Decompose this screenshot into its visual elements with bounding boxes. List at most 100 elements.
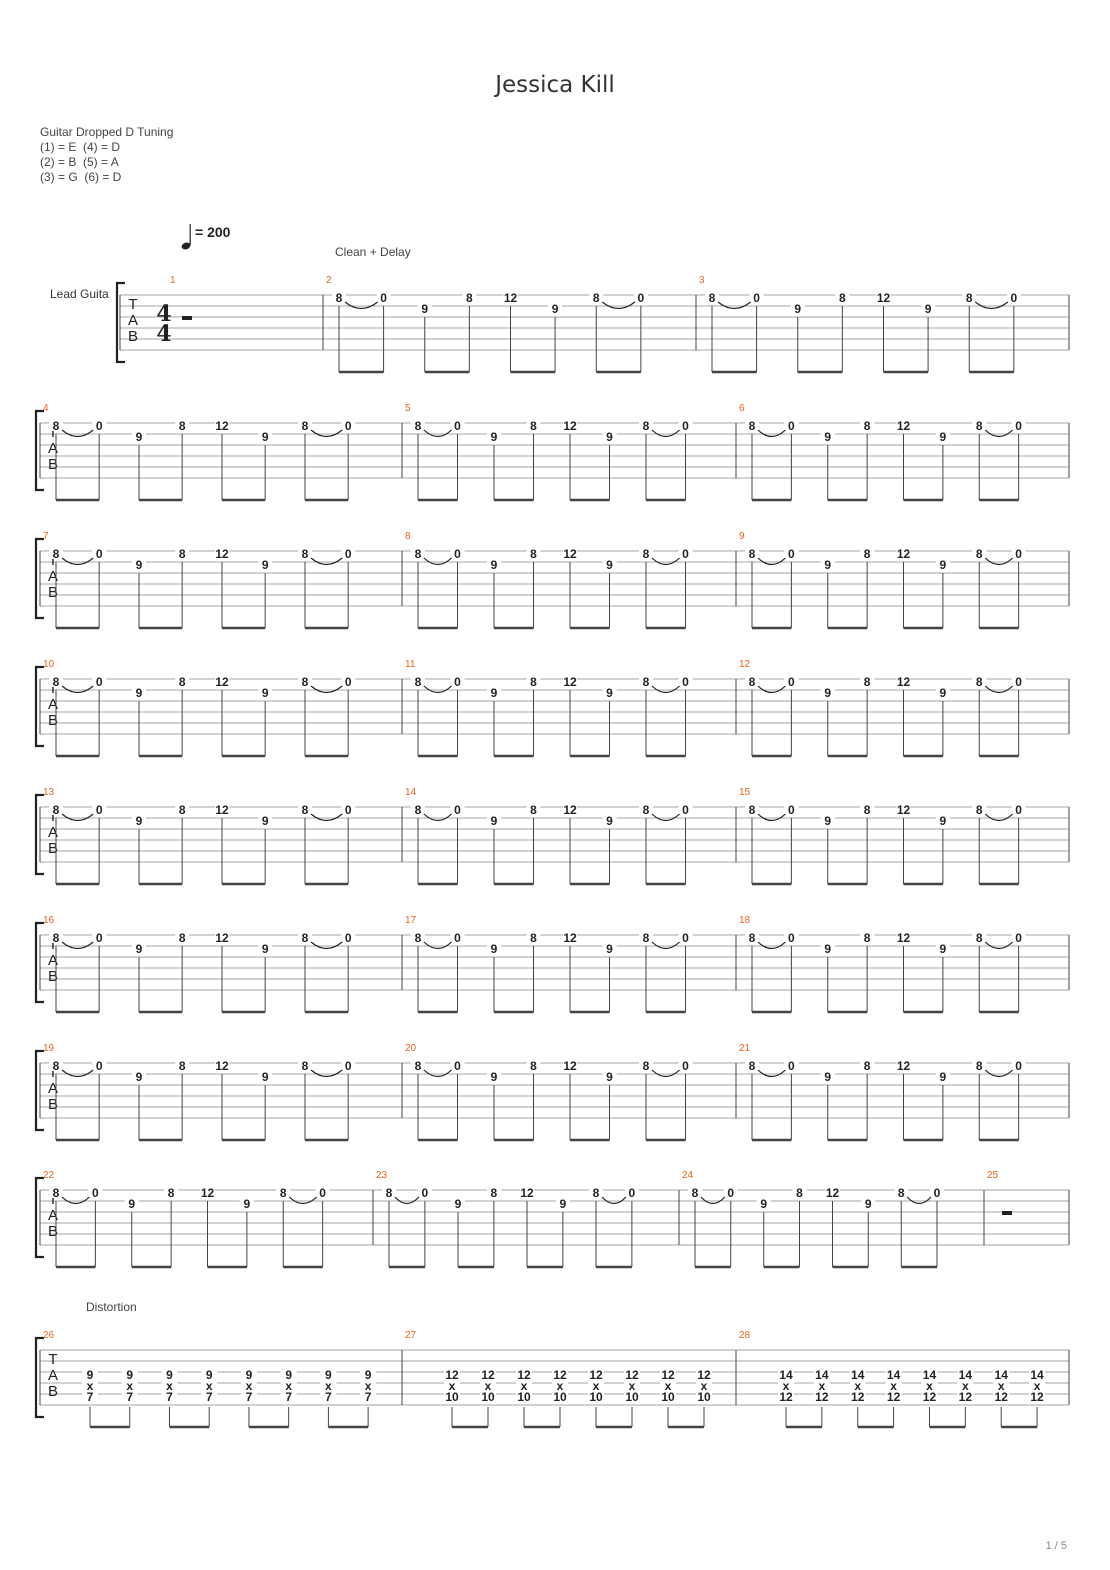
fret-mask	[745, 804, 759, 815]
fret-number: 0	[96, 1059, 103, 1073]
muted-note: x	[962, 1379, 969, 1393]
fret-number: 9	[552, 302, 559, 316]
tie-arc	[700, 1196, 726, 1205]
fret-number: 0	[345, 931, 352, 945]
fret-number: 0	[96, 419, 103, 433]
tie-arc	[61, 1069, 94, 1078]
fret-mask	[92, 676, 107, 687]
fret-mask	[885, 1380, 902, 1390]
fret-number: 10	[553, 1390, 567, 1404]
fret-number: 12	[661, 1368, 675, 1382]
tab-letter-t: T	[48, 680, 57, 697]
tab-letter-t: T	[48, 1191, 57, 1208]
muted-note: x	[166, 1379, 173, 1393]
fret-mask	[175, 1060, 190, 1071]
fret-mask	[935, 559, 950, 570]
fret-mask	[660, 1391, 676, 1401]
fret-mask	[444, 1369, 460, 1379]
fret-number: 7	[126, 1390, 133, 1404]
fret-mask	[450, 932, 465, 943]
fret-mask	[624, 1391, 640, 1401]
fret-number: 10	[589, 1390, 603, 1404]
fret-number: 0	[345, 419, 352, 433]
fret-mask	[624, 1380, 640, 1390]
fret-mask	[480, 1391, 496, 1401]
fret-number: 0	[682, 931, 689, 945]
tab-letter-a: A	[48, 696, 58, 713]
fret-number: 9	[940, 430, 947, 444]
fret-mask	[132, 559, 146, 570]
fret-number: 9	[606, 942, 613, 956]
fret-number: 10	[697, 1390, 711, 1404]
fret-number: 14	[851, 1368, 865, 1382]
fret-number: 8	[179, 547, 186, 561]
fret-mask	[588, 1391, 604, 1401]
fret-number: 12	[877, 291, 891, 305]
fret-number: 9	[262, 1070, 269, 1084]
fret-number: 8	[643, 1059, 650, 1073]
fret-number: 10	[445, 1390, 459, 1404]
tie-arc	[310, 941, 343, 950]
fret-mask	[240, 1380, 257, 1390]
fret-mask	[849, 1380, 866, 1390]
fret-mask	[121, 1380, 138, 1390]
fret-mask	[588, 1369, 604, 1379]
muted-note: x	[854, 1379, 861, 1393]
fret-mask	[411, 676, 425, 687]
fret-mask	[503, 292, 518, 303]
fret-mask	[688, 1187, 702, 1198]
tab-letter-a: A	[48, 440, 58, 457]
fret-mask	[820, 559, 835, 570]
tie-arc	[984, 941, 1014, 950]
fret-mask	[589, 292, 604, 303]
fret-number: 10	[481, 1390, 495, 1404]
measure-number: 2	[326, 275, 332, 286]
fret-mask	[678, 548, 693, 559]
fret-mask	[921, 1391, 938, 1401]
tie-arc	[757, 685, 786, 694]
fret-mask	[341, 548, 356, 559]
tab-letter-a: A	[48, 568, 58, 585]
fret-mask	[860, 548, 875, 559]
fret-number: 9	[824, 942, 831, 956]
fret-mask	[972, 932, 987, 943]
measure-number: 9	[739, 531, 745, 542]
fret-number: 7	[206, 1390, 213, 1404]
fret-mask	[487, 943, 501, 954]
fret-mask	[341, 804, 356, 815]
fret-mask	[417, 1187, 432, 1198]
fret-number: 9	[455, 1197, 462, 1211]
tie-arc	[423, 429, 452, 438]
fret-mask	[450, 548, 465, 559]
fret-mask	[602, 1071, 617, 1082]
fret-mask	[1029, 1369, 1046, 1379]
fret-mask	[563, 1060, 577, 1071]
fret-mask	[745, 932, 759, 943]
fret-mask	[860, 932, 875, 943]
fret-mask	[298, 420, 312, 431]
fret-number: 12	[201, 1186, 215, 1200]
fret-number: 12	[520, 1186, 534, 1200]
fret-number: 8	[466, 291, 473, 305]
measure-number: 11	[405, 659, 416, 670]
muted-note: x	[485, 1379, 492, 1393]
fret-number: 9	[491, 1070, 498, 1084]
fret-mask	[239, 1198, 254, 1209]
fret-number: 9	[940, 814, 947, 828]
fret-number: 9	[606, 686, 613, 700]
fret-number: 8	[643, 675, 650, 689]
fret-number: 12	[563, 675, 577, 689]
fret-mask	[516, 1369, 532, 1379]
fret-number: 14	[959, 1368, 973, 1382]
fret-number: 9	[262, 558, 269, 572]
fret-mask	[82, 1369, 98, 1379]
fret-number: 9	[940, 1070, 947, 1084]
fret-mask	[778, 1369, 794, 1379]
fret-mask	[921, 1380, 938, 1390]
fret-mask	[745, 420, 759, 431]
fret-number: 8	[976, 547, 983, 561]
tie-arc	[757, 429, 786, 438]
muted-note: x	[246, 1379, 253, 1393]
tie-arc	[310, 1069, 343, 1078]
fret-number: 12	[563, 1059, 577, 1073]
